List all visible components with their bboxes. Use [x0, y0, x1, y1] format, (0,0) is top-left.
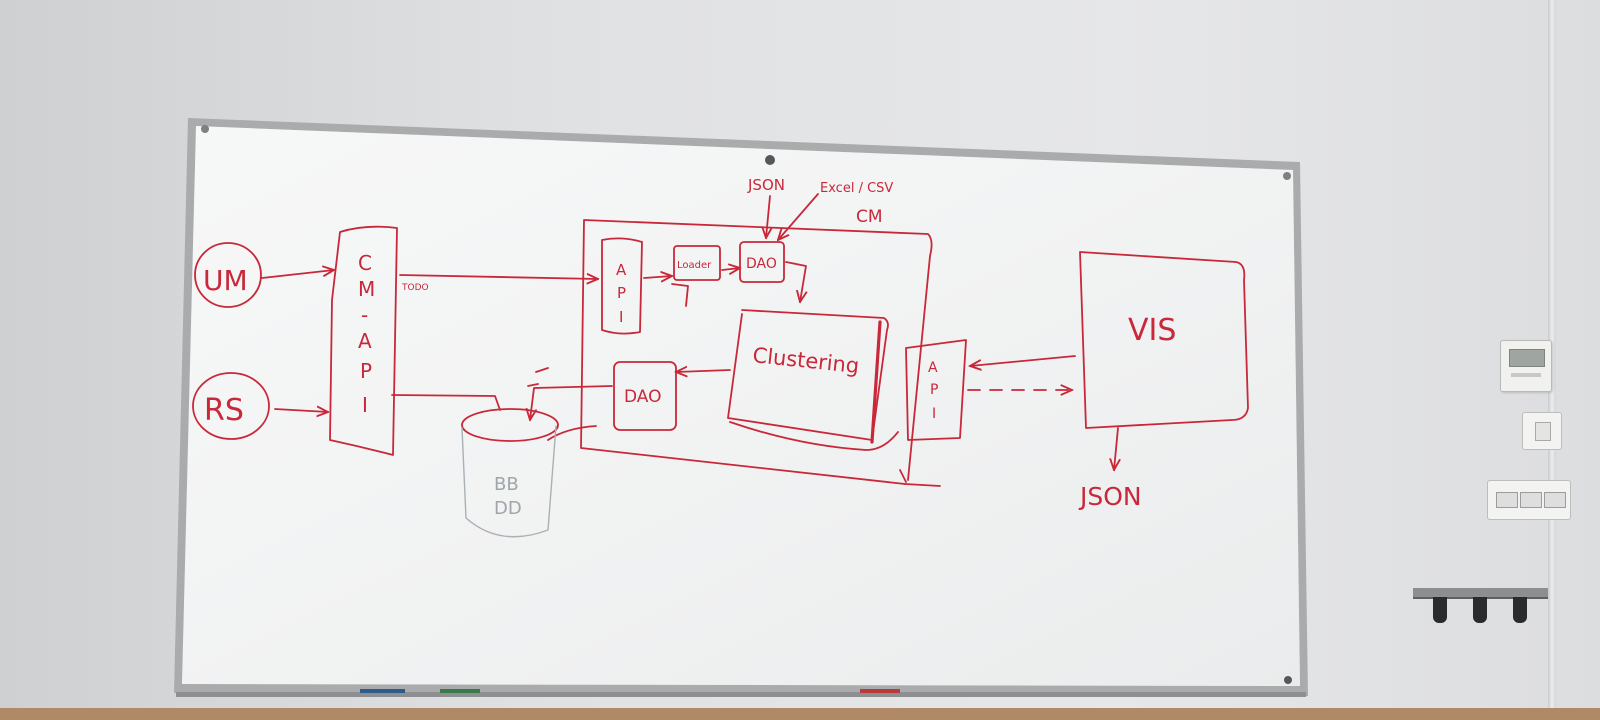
bbdd-label: BB DD [494, 474, 522, 519]
dao-top-box [739, 241, 785, 283]
wall-socket-panel [1487, 480, 1571, 520]
dao-to-clustering-arrow [785, 261, 806, 302]
um-to-cmapi-arrow [261, 270, 334, 279]
board-marker-ledge [176, 692, 1306, 697]
cm-label: CM [856, 207, 883, 227]
vis-box [1079, 251, 1249, 429]
dash-mark [527, 383, 539, 387]
loader-to-dao-arrow [721, 268, 740, 270]
socket [1544, 492, 1566, 508]
cm-container [580, 219, 933, 485]
json-bottom-label: JSON [1078, 482, 1142, 511]
marker-pen [860, 689, 900, 693]
whiteboard-shading [182, 126, 1300, 686]
json-top-label: JSON [747, 176, 785, 194]
api-left-box [601, 237, 643, 335]
excel-input-arrow [778, 193, 819, 240]
svg-text:A: A [928, 360, 938, 376]
cm-container-right-edge [904, 483, 941, 487]
svg-text:M: M [358, 277, 375, 301]
switch-rocker [1535, 422, 1551, 441]
rs-label: RS [204, 393, 244, 428]
db-return-curve [547, 425, 597, 441]
loader-bracket [671, 283, 689, 307]
clustering-box [727, 309, 889, 441]
wall-corner-edge [1548, 0, 1556, 720]
rack-hook [1513, 597, 1527, 623]
rack-hook [1433, 597, 1447, 623]
um-label: UM [203, 264, 248, 297]
svg-text:DD: DD [494, 498, 522, 519]
thermostat [1500, 340, 1552, 392]
json-input-arrow [766, 195, 770, 238]
socket [1520, 492, 1542, 508]
frame-screw-icon [201, 125, 209, 133]
db-cylinder-body [461, 425, 557, 538]
excel-csv-label: Excel / CSV [820, 181, 893, 196]
dao-bottom-box [613, 361, 677, 431]
thermostat-screen [1509, 349, 1545, 367]
svg-text:P: P [360, 359, 372, 383]
dao-bottom-label: DAO [624, 387, 662, 407]
svg-text:I: I [932, 406, 936, 422]
vis-to-api-arrow [970, 355, 1076, 366]
api-left-label: A P I [616, 261, 627, 326]
svg-text:C: C [358, 251, 372, 275]
clustering-to-api-curve [729, 421, 899, 451]
socket [1496, 492, 1518, 508]
dao-to-db-arrow [530, 385, 613, 420]
api-right-box [905, 339, 967, 441]
vis-to-json-arrow [1114, 427, 1118, 470]
rack-hook [1473, 597, 1487, 623]
vis-label: VIS [1128, 313, 1176, 348]
marker-pen [440, 689, 480, 693]
um-circle [194, 242, 262, 308]
loader-box [673, 245, 721, 281]
rs-circle [192, 372, 270, 440]
floor-strip [0, 708, 1600, 720]
frame-screw-icon [765, 155, 775, 165]
db-cylinder-top [461, 408, 559, 442]
svg-text:P: P [930, 382, 938, 398]
clustering-box-shadow [870, 320, 882, 444]
api-to-loader-arrow [643, 276, 672, 278]
frame-screw-icon [1283, 172, 1291, 180]
api-right-label: A P I [928, 360, 938, 422]
marker-pen [360, 689, 405, 693]
todo-label: TODO [401, 283, 429, 293]
todo-arrow [399, 275, 598, 279]
cm-api-label: C M - A P I [358, 251, 375, 417]
thermostat-buttons [1511, 373, 1541, 377]
rs-to-cmapi-arrow [274, 409, 328, 412]
svg-text:-: - [361, 303, 368, 327]
svg-text:I: I [362, 393, 368, 417]
dash-mark [535, 367, 549, 373]
frame-screw-icon [1284, 676, 1292, 684]
cm-api-box [329, 225, 398, 456]
cmapi-db-connector [391, 394, 501, 411]
svg-text:A: A [358, 329, 372, 353]
loader-label: Loader [677, 260, 712, 271]
clustering-to-dao-arrow [676, 370, 731, 372]
svg-text:A: A [616, 261, 627, 279]
dao-top-label: DAO [746, 256, 777, 272]
light-switch [1522, 412, 1562, 450]
svg-text:P: P [617, 284, 626, 302]
svg-text:I: I [619, 308, 623, 326]
svg-text:BB: BB [494, 474, 519, 495]
wall-hook-rack [1413, 588, 1548, 630]
